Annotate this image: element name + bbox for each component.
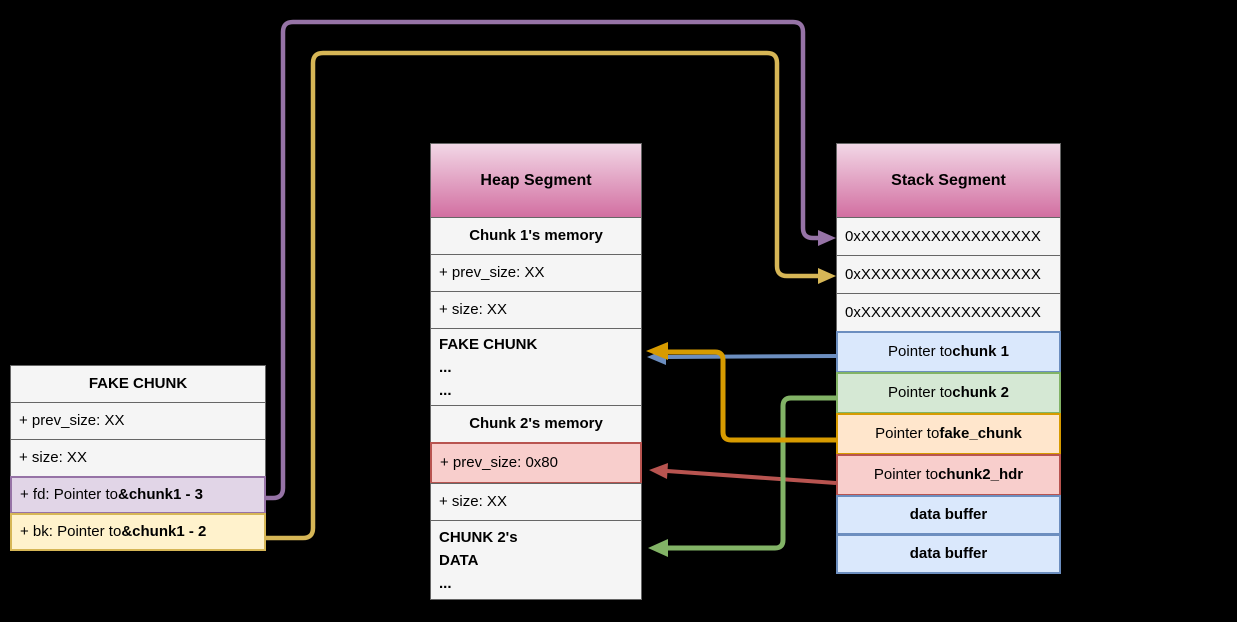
heap-chunk1-header-row: Chunk 1's memory: [430, 217, 642, 255]
pointer-chunk2-hdr-target: chunk2_hdr: [938, 466, 1024, 483]
heap-fake-chunk-line1: FAKE CHUNK: [439, 335, 538, 353]
pointer-chunk2-hdr-arrow-line: [666, 469, 837, 485]
stack-address-row-3: 0xXXXXXXXXXXXXXXXXXX: [836, 293, 1061, 332]
stack-segment-title: Stack Segment: [836, 143, 1061, 218]
heap-chunk2-header-row: Chunk 2's memory: [430, 405, 642, 443]
heap-chunk2-prev-size-row: + prev_size: 0x80: [430, 442, 642, 484]
stack-address-row-1: 0xXXXXXXXXXXXXXXXXXX: [836, 217, 1061, 256]
stack-pointer-chunk1-row: Pointer to chunk 1: [836, 331, 1061, 373]
fake-chunk-size-row: + size: XX: [10, 439, 266, 477]
pointer-chunk1-label: Pointer to: [888, 343, 953, 360]
pointer-chunk1-arrow-line: [664, 354, 837, 359]
pointer-chunk2-hdr-label: Pointer to: [873, 466, 939, 483]
fake-chunk-title: FAKE CHUNK: [10, 365, 266, 403]
fake-chunk-fd-row: + fd: Pointer to &chunk1 - 3: [10, 476, 266, 514]
stack-pointer-chunk2-hdr-row: Pointer to chunk2_hdr: [836, 454, 1061, 496]
fd-pointer-arrowhead: [818, 230, 836, 246]
fake-chunk-bk-row: + bk: Pointer to &chunk1 - 2: [10, 513, 266, 551]
fake-chunk-node: FAKE CHUNK + prev_size: XX + size: XX + …: [10, 365, 266, 551]
pointer-fake-chunk-label: Pointer to: [875, 425, 940, 442]
pointer-fake-chunk-arrowhead: [646, 342, 668, 360]
heap-chunk2-data-line3: ...: [439, 574, 452, 592]
stack-pointer-fake-chunk-row: Pointer to fake_chunk: [836, 413, 1061, 455]
heap-fake-chunk-line3: ...: [439, 381, 452, 399]
bk-row-target: &chunk1 - 2: [121, 523, 207, 540]
bk-row-label: + bk: Pointer to: [20, 523, 122, 540]
bk-pointer-arrowhead: [818, 268, 836, 284]
pointer-fake-chunk-target: fake_chunk: [939, 425, 1022, 442]
heap-segment-title: Heap Segment: [430, 143, 642, 218]
stack-segment-node: Stack Segment 0xXXXXXXXXXXXXXXXXXX 0xXXX…: [836, 143, 1061, 574]
heap-fake-chunk-row: FAKE CHUNK ... ...: [430, 328, 642, 406]
pointer-chunk2-label: Pointer to: [888, 384, 953, 401]
stack-pointer-chunk2-row: Pointer to chunk 2: [836, 372, 1061, 414]
heap-chunk1-size-row: + size: XX: [430, 291, 642, 329]
heap-chunk1-prev-size-row: + prev_size: XX: [430, 254, 642, 292]
pointer-chunk1-target: chunk 1: [952, 343, 1009, 360]
pointer-chunk1-arrowhead: [647, 349, 666, 365]
pointer-chunk2-hdr-arrowhead: [649, 463, 668, 479]
heap-chunk2-data-line1: CHUNK 2's: [439, 528, 518, 546]
stack-address-row-2: 0xXXXXXXXXXXXXXXXXXX: [836, 255, 1061, 294]
heap-chunk2-data-row: CHUNK 2's DATA ...: [430, 520, 642, 600]
pointer-chunk2-target: chunk 2: [952, 384, 1009, 401]
heap-chunk2-data-line2: DATA: [439, 551, 479, 569]
pointer-chunk2-arrow-line: [667, 395, 836, 551]
fd-row-label: + fd: Pointer to: [20, 486, 118, 503]
heap-chunk2-size-row: + size: XX: [430, 483, 642, 521]
pointer-fake-chunk-arrow-line: [667, 349, 836, 443]
pointer-chunk2-arrowhead: [648, 539, 668, 557]
stack-data-buffer-row-2: data buffer: [836, 534, 1061, 574]
fd-row-target: &chunk1 - 3: [117, 486, 204, 503]
heap-fake-chunk-line2: ...: [439, 358, 452, 376]
heap-segment-node: Heap Segment Chunk 1's memory + prev_siz…: [430, 143, 642, 600]
stack-data-buffer-row-1: data buffer: [836, 495, 1061, 535]
fake-chunk-prev-size-row: + prev_size: XX: [10, 402, 266, 440]
